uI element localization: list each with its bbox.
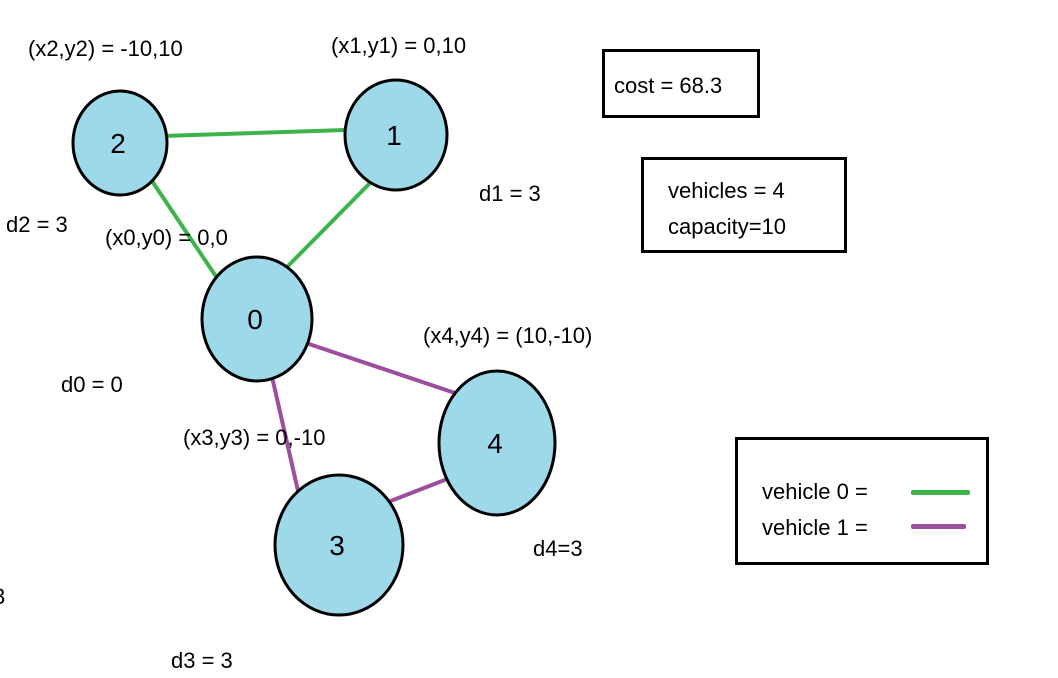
edge-4-3 [386, 474, 457, 504]
cost-box: cost = 68.3 [602, 49, 760, 118]
legend-vehicle-1-swatch [911, 524, 966, 529]
coord-label-node-4: (x4,y4) = (10,-10) [423, 323, 593, 348]
node-2-label: 2 [110, 128, 126, 159]
legend-vehicle-0-swatch [911, 490, 970, 495]
nodes-layer: 0 1 2 3 4 [71, 78, 557, 617]
node-0 [200, 255, 314, 383]
node-2 [71, 89, 169, 197]
node-4 [437, 369, 557, 517]
demand-label-node-3: d3 = 3 [171, 648, 233, 673]
demand-label-node-0: d0 = 0 [61, 372, 123, 397]
capacity-text: capacity=10 [668, 214, 787, 239]
fleet-info-box: vehicles = 4 capacity=10 [641, 157, 847, 253]
node-1-label: 1 [386, 120, 402, 151]
legend-box: vehicle 0 = vehicle 1 = [735, 437, 989, 565]
coord-label-node-3: (x3,y3) = 0,-10 [183, 425, 326, 450]
vehicles-count-text: vehicles = 4 [668, 178, 785, 203]
legend-vehicle-0-label: vehicle 0 = [762, 479, 868, 504]
demand-label-node-2: d2 = 3 [6, 212, 68, 237]
edges-layer [150, 128, 460, 504]
coord-label-node-1: (x1,y1) = 0,10 [331, 33, 467, 58]
coord-label-node-2: (x2,y2) = -10,10 [28, 36, 183, 61]
node-3-label: 3 [329, 530, 345, 561]
stray-text: 3 [0, 586, 5, 608]
edge-0-1 [286, 176, 377, 268]
legend-vehicle-1-label: vehicle 1 = [762, 515, 868, 540]
cost-text: cost = 68.3 [614, 73, 723, 98]
node-4-label: 4 [487, 428, 503, 459]
edge-0-4 [301, 340, 460, 396]
demand-label-node-1: d1 = 3 [479, 181, 541, 206]
node-1 [343, 78, 449, 192]
edge-2-0 [150, 179, 219, 280]
node-0-label: 0 [247, 304, 263, 335]
edge-1-2 [160, 128, 347, 138]
coord-label-node-0: (x0,y0) = 0,0 [105, 225, 228, 250]
demand-label-node-4: d4=3 [533, 536, 583, 561]
edge-3-0 [271, 379, 300, 493]
node-3 [273, 473, 405, 617]
